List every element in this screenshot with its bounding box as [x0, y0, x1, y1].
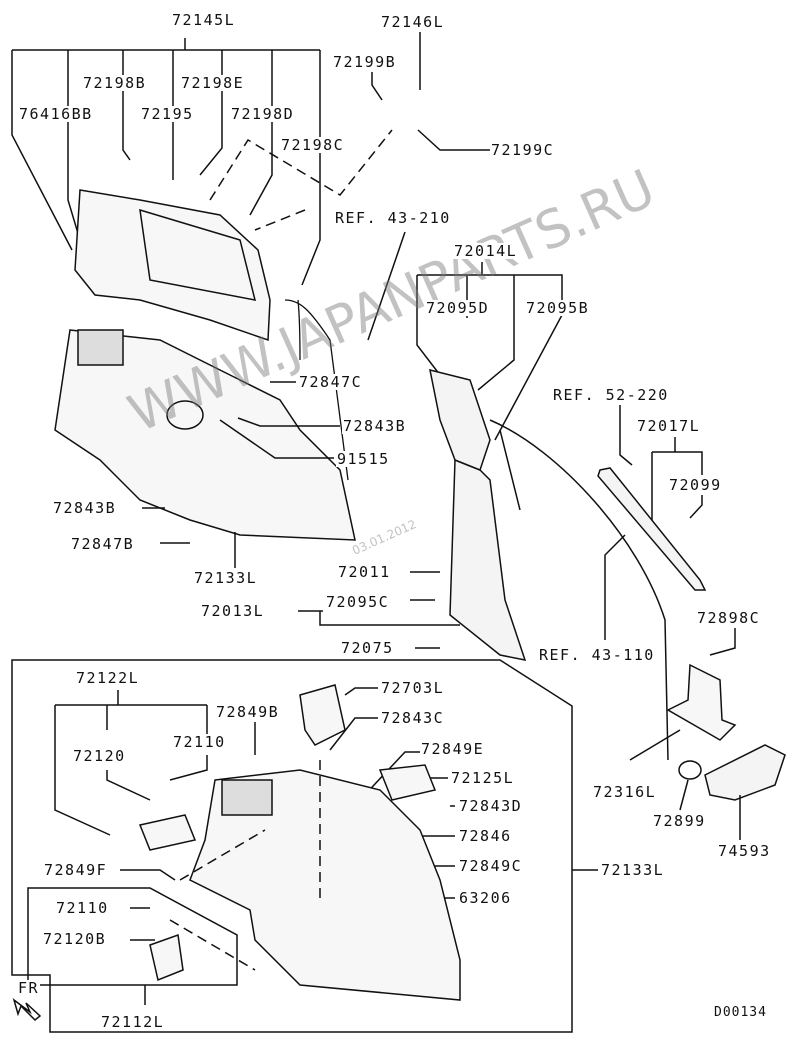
leader-72898C — [709, 628, 736, 656]
leader-72849E — [359, 751, 420, 801]
dashed-ref-line — [209, 129, 393, 231]
label-72198E[interactable]: 72198E — [180, 74, 246, 92]
label-91515[interactable]: 91515 — [336, 450, 391, 468]
label-72125L[interactable]: 72125L — [450, 769, 516, 787]
leader-72843C — [329, 717, 378, 751]
front-arrow-icon — [12, 998, 42, 1022]
label-72017L[interactable]: 72017L — [636, 417, 702, 435]
speaker-grille-lower — [221, 779, 273, 816]
speaker-grille — [77, 329, 124, 366]
label-72849B[interactable]: 72849B — [215, 703, 281, 721]
part-upper-quarter-window — [139, 208, 257, 301]
leader-72316L — [629, 729, 681, 761]
label-72110-b[interactable]: 72110 — [55, 899, 110, 917]
part-grommet-72899 — [678, 760, 702, 780]
part-cupholder-72703L — [299, 684, 346, 746]
label-72120B[interactable]: 72120B — [42, 930, 108, 948]
label-72843D[interactable]: 72843D — [458, 797, 524, 815]
leader-72899 — [679, 779, 689, 811]
leader-91515 — [219, 419, 334, 459]
label-76416BB[interactable]: 76416BB — [18, 105, 94, 123]
cup-holder — [166, 400, 204, 430]
lower-assembly-frame — [11, 659, 573, 1033]
label-ref-43-110[interactable]: REF. 43-110 — [538, 646, 656, 664]
part-storage-box-72125L — [378, 764, 437, 801]
part-duct-74593 — [704, 744, 786, 801]
label-front: FR — [17, 979, 41, 997]
label-72703L[interactable]: 72703L — [380, 679, 446, 697]
label-72316L[interactable]: 72316L — [592, 783, 658, 801]
part-pillar-trim-72013L — [449, 458, 527, 661]
leader-72849F — [120, 869, 176, 881]
label-72120[interactable]: 72120 — [72, 747, 127, 765]
label-72133L-right[interactable]: 72133L — [600, 861, 666, 879]
leader-ref-43-210 — [367, 231, 406, 341]
label-72013L[interactable]: 72013L — [200, 602, 266, 620]
roof-rail-trim — [284, 299, 349, 481]
part-lower-quarter-trim — [54, 329, 356, 541]
label-72199B[interactable]: 72199B — [332, 53, 398, 71]
leader-72017L — [651, 437, 703, 520]
leader-ref-52-220 — [619, 405, 633, 466]
label-72133L-top[interactable]: 72133L — [193, 569, 259, 587]
label-ref-43-210[interactable]: REF. 43-210 — [334, 209, 452, 227]
label-72095B[interactable]: 72095B — [525, 299, 591, 317]
label-72847B[interactable]: 72847B — [70, 535, 136, 553]
label-72849F[interactable]: 72849F — [43, 861, 109, 879]
label-72112L[interactable]: 72112L — [100, 1013, 166, 1031]
label-72198B[interactable]: 72198B — [82, 74, 148, 92]
label-72014L[interactable]: 72014L — [453, 242, 519, 260]
part-cover-72120 — [138, 814, 197, 851]
part-upper-quarter-trim — [74, 189, 271, 342]
leader-72122L — [54, 690, 208, 836]
label-63206[interactable]: 63206 — [458, 889, 513, 907]
label-72095D[interactable]: 72095D — [425, 299, 491, 317]
label-72899[interactable]: 72899 — [652, 812, 707, 830]
leader-72013L — [298, 610, 460, 626]
label-72146L[interactable]: 72146L — [380, 13, 446, 31]
label-72843C[interactable]: 72843C — [380, 709, 446, 727]
part-pillar-trim-upper — [429, 368, 491, 471]
label-ref-52-220[interactable]: REF. 52-220 — [552, 386, 670, 404]
label-72843B-left[interactable]: 72843B — [52, 499, 118, 517]
diagram-code: D00134 — [713, 1005, 768, 1021]
label-72075[interactable]: 72075 — [340, 639, 395, 657]
label-72199C[interactable]: 72199C — [490, 141, 556, 159]
label-72846[interactable]: 72846 — [458, 827, 513, 845]
leader-72843B-right — [237, 417, 340, 427]
part-bracket-72316L — [666, 663, 737, 741]
leader-72014L — [416, 262, 563, 441]
leader-ref-43-110 — [604, 534, 626, 640]
label-72122L[interactable]: 72122L — [75, 669, 141, 687]
label-72847C[interactable]: 72847C — [298, 373, 364, 391]
dashed-assembly-line — [169, 760, 321, 971]
roof-rail-trim-2 — [489, 419, 669, 761]
label-72011[interactable]: 72011 — [337, 563, 392, 581]
part-cover-72112L — [149, 933, 184, 982]
label-72198D[interactable]: 72198D — [230, 105, 296, 123]
label-74593[interactable]: 74593 — [717, 842, 772, 860]
label-72849C[interactable]: 72849C — [458, 857, 524, 875]
sub-assembly-frame-72112L — [27, 887, 238, 986]
label-72095C[interactable]: 72095C — [325, 593, 391, 611]
label-72099[interactable]: 72099 — [668, 476, 723, 494]
label-72849E[interactable]: 72849E — [420, 740, 486, 758]
leader-72146L — [371, 32, 490, 151]
label-72843B-right[interactable]: 72843B — [342, 417, 408, 435]
part-lower-quarter-trim-detail — [189, 769, 461, 1001]
label-72195[interactable]: 72195 — [140, 105, 195, 123]
label-72898C[interactable]: 72898C — [696, 609, 762, 627]
label-72198C[interactable]: 72198C — [280, 136, 346, 154]
label-72145L[interactable]: 72145L — [171, 11, 237, 29]
leader-72703L — [344, 687, 378, 696]
label-72110-a[interactable]: 72110 — [172, 733, 227, 751]
part-pillar-garnish-72017L — [597, 467, 707, 591]
